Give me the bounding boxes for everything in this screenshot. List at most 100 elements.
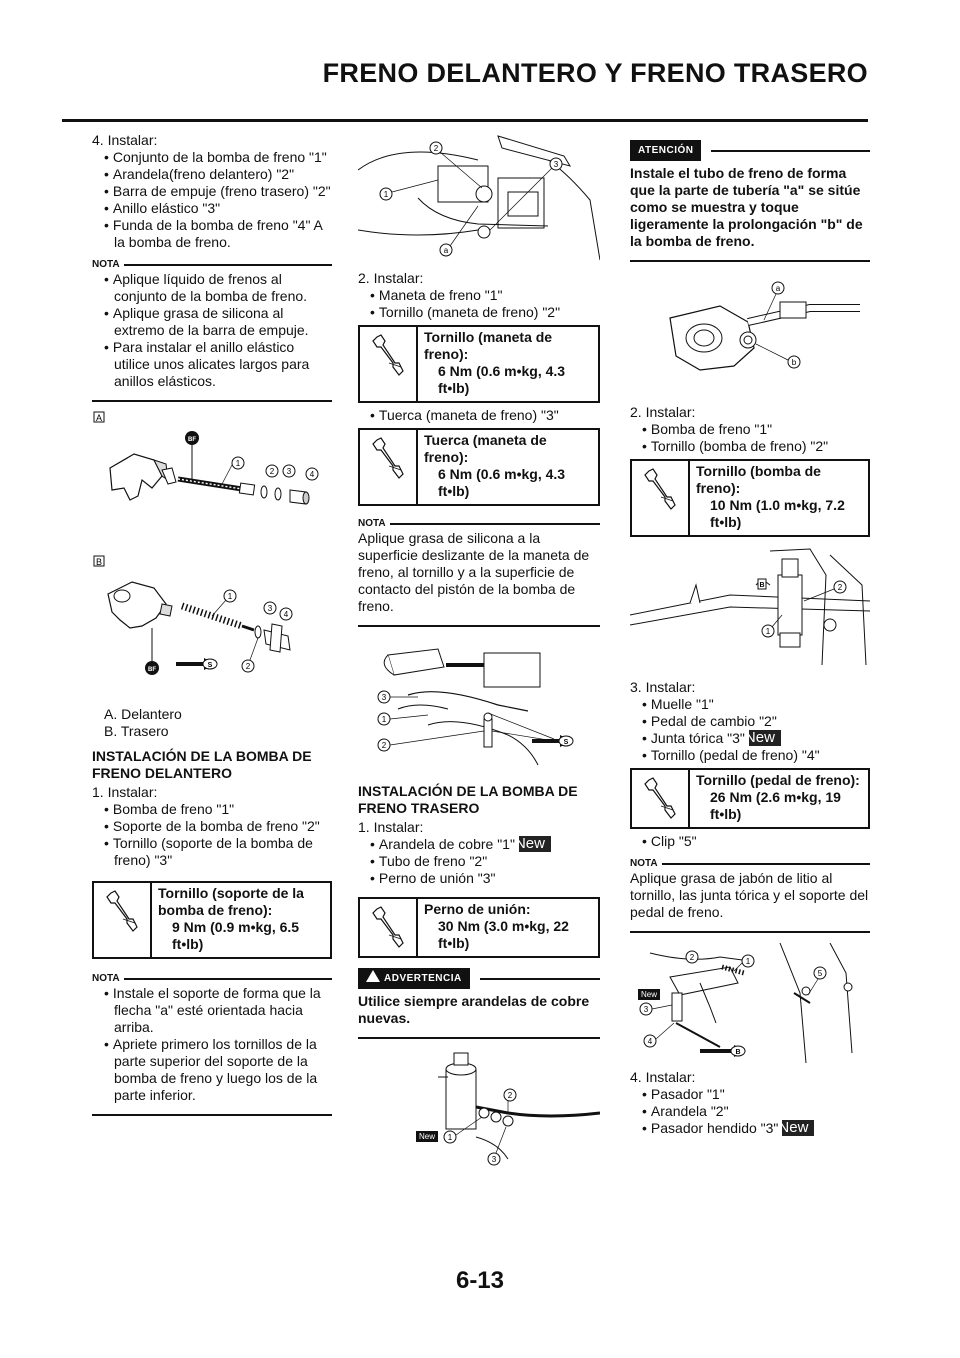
rear-brake-hose-diagram: 2 New 1 3 [416, 1052, 600, 1166]
spec-name: Tornillo (bomba de freno): [696, 463, 821, 496]
list-item: Bomba de freno "1" [92, 801, 332, 818]
torque-spec-box: Tornillo (soporte de la bomba de freno):… [92, 881, 332, 959]
torque-spec-box: Tornillo (bomba de freno): 10 Nm (1.0 m•… [630, 459, 870, 537]
svg-text:b: b [792, 358, 797, 367]
torque-spec-box: Tornillo (maneta de freno): 6 Nm (0.6 m•… [358, 325, 600, 403]
svg-text:4: 4 [284, 610, 289, 619]
torque-spec-box: Tornillo (pedal de freno): 26 Nm (2.6 m•… [630, 768, 870, 829]
list-item: Arandela(freno delantero) "2" [92, 166, 332, 183]
warning-divider [358, 1037, 600, 1039]
svg-text:3: 3 [287, 467, 292, 476]
figure-a-label: A [96, 413, 102, 423]
svg-text:New: New [419, 1132, 435, 1141]
wrench-icon [632, 770, 690, 827]
section-heading: INSTALACIÓN DE LA BOMBA DE FRENO TRASERO [358, 783, 578, 816]
list-item: Arandela de cobre "1"New [358, 836, 600, 853]
list-item: Clip "5" [630, 833, 870, 850]
warning-icon [366, 970, 380, 982]
svg-text:3: 3 [644, 1005, 649, 1014]
rear-master-cylinder-mount-diagram: B 2 1 [630, 548, 870, 666]
spec-name: Tornillo (soporte de la bomba de freno): [158, 885, 304, 918]
wrench-icon [632, 461, 690, 535]
note-divider [358, 625, 600, 627]
note-divider [630, 931, 870, 933]
brake-hose-orientation-diagram: a b [669, 281, 860, 371]
list-item: Pasador "1" [630, 1086, 870, 1103]
caution-header: ATENCIÓN [630, 140, 870, 161]
header-rule [62, 119, 868, 122]
note-item: Apriete primero los tornillos de la part… [92, 1036, 332, 1104]
note-header: NOTA [630, 858, 870, 870]
rear-master-cylinder-exploded-diagram: B BF S 1 3 4 2 [93, 555, 293, 675]
list-item: Muelle "1" [630, 696, 870, 713]
list-item: Tuerca (maneta de freno) "3" [358, 407, 600, 424]
spec-name: Tornillo (maneta de freno): [424, 329, 553, 362]
caution-text: Instale el tubo de freno de forma que la… [630, 165, 863, 249]
step-title: 2. Instalar: [358, 270, 424, 286]
new-badge: New [745, 730, 781, 746]
new-badge: New [515, 836, 551, 852]
list-item: Bomba de freno "1" [630, 421, 870, 438]
svg-text:3: 3 [382, 693, 387, 702]
section-heading: INSTALACIÓN DE LA BOMBA DE FRENO DELANTE… [92, 748, 312, 781]
list-item: Pedal de cambio "2" [630, 713, 870, 730]
wrench-icon [360, 430, 418, 504]
svg-text:a: a [776, 284, 781, 293]
svg-text:2: 2 [246, 662, 251, 671]
note-text: Aplique grasa de jabón de litio al torni… [630, 870, 869, 920]
note-divider [92, 1114, 332, 1116]
legend-item: A. Delantero [104, 706, 182, 722]
list-item: Arandela "2" [630, 1103, 870, 1120]
svg-text:2: 2 [838, 583, 843, 592]
spec-name: Perno de unión: [424, 901, 531, 917]
svg-text:2: 2 [270, 467, 275, 476]
note-header: NOTA [92, 259, 332, 271]
spec-value: 6 Nm (0.6 m•kg, 4.3 ft•lb) [438, 466, 566, 499]
list-item: Conjunto de la bomba de freno "1" [92, 149, 332, 166]
svg-text:4: 4 [648, 1037, 653, 1046]
note-item: Para instalar el anillo elástico utilice… [92, 339, 332, 390]
svg-text:3: 3 [554, 160, 559, 169]
svg-text:2: 2 [382, 741, 387, 750]
note-divider [92, 400, 332, 402]
column-3: ATENCIÓN Instale el tubo de freno de for… [630, 130, 870, 1137]
front-master-cylinder-exploded-diagram: A BF 1 2 3 4 [93, 411, 319, 505]
svg-text:1: 1 [236, 459, 241, 468]
list-item: Tornillo (pedal de freno) "4" [630, 747, 870, 764]
step-title: 2. Instalar: [630, 404, 696, 420]
torque-spec-box: Perno de unión: 30 Nm (3.0 m•kg, 22 ft•l… [358, 897, 600, 958]
note-label: NOTA [92, 973, 120, 984]
svg-text:2: 2 [508, 1091, 513, 1100]
note-text: Aplique grasa de silicona a la superfici… [358, 530, 590, 614]
warning-text: Utilice siempre arandelas de cobre nueva… [358, 993, 590, 1026]
svg-text:3: 3 [492, 1155, 497, 1164]
svg-text:3: 3 [268, 604, 273, 613]
svg-text:1: 1 [382, 715, 387, 724]
spec-name: Tuerca (maneta de freno): [424, 432, 547, 465]
brake-pedal-assembly-diagram: B 2 1 New 3 4 5 [638, 943, 853, 1063]
caution-tag: ATENCIÓN [630, 140, 702, 161]
warning-header: ADVERTENCIA [358, 968, 600, 989]
svg-text:New: New [641, 990, 657, 999]
svg-text:5: 5 [818, 969, 823, 978]
svg-text:1: 1 [746, 957, 751, 966]
svg-text:S: S [564, 739, 569, 746]
svg-text:2: 2 [434, 144, 439, 153]
note-label: NOTA [630, 858, 658, 869]
list-item: Barra de empuje (freno trasero) "2" [92, 183, 332, 200]
svg-text:1: 1 [448, 1133, 453, 1142]
figure-b-label: B [96, 557, 102, 567]
step-title: 1. Instalar: [92, 784, 158, 800]
torque-spec-box: Tuerca (maneta de freno): 6 Nm (0.6 m•kg… [358, 428, 600, 506]
list-item: Funda de la bomba de freno "4" A la bomb… [92, 217, 332, 251]
note-label: NOTA [92, 259, 120, 270]
list-item: Anillo elástico "3" [92, 200, 332, 217]
list-item: Perno de unión "3" [358, 870, 600, 887]
new-badge: New [778, 1120, 815, 1136]
svg-text:1: 1 [228, 592, 233, 601]
step-title: 4. Instalar: [630, 1069, 696, 1085]
svg-text:4: 4 [310, 470, 315, 479]
list-item: Pasador hendido "3"New [630, 1120, 870, 1137]
page-title: FRENO DELANTERO Y FRENO TRASERO [322, 58, 868, 88]
svg-text:1: 1 [384, 190, 389, 199]
